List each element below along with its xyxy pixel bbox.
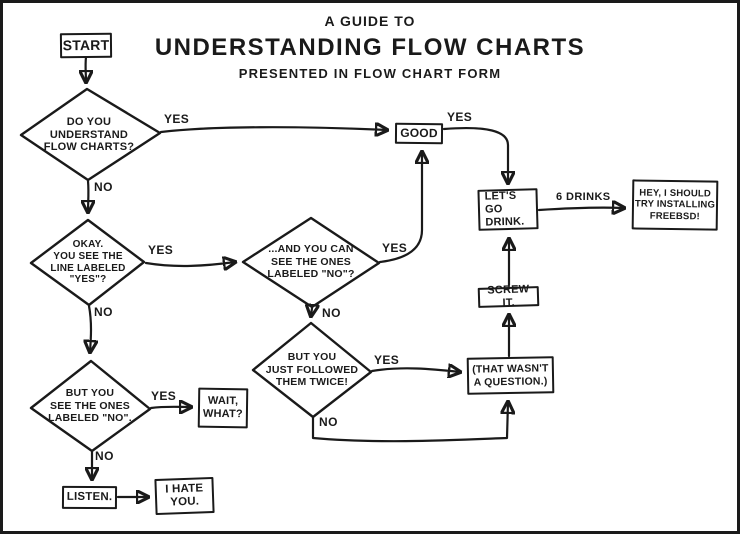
edge-see-yes-line-no-to-see-ones-no [89,304,91,352]
title-line-1: A GUIDE TO [324,13,416,29]
edge-good-yes-to-lets-go-drink [442,126,508,183]
edge-understand-yes-to-good [159,127,387,132]
decision-see-yes-line-shape [29,218,146,307]
node-start: START [59,32,113,59]
decision-understand-shape [19,87,162,182]
node-not-a-question: (THAT WASN'T A QUESTION.) [466,356,555,395]
edge-see-ones-no-yes-to-wait-what [149,407,191,408]
node-i-hate-you: I HATE YOU. [154,476,215,516]
comic-title: A GUIDE TO UNDERSTANDING FLOW CHARTS PRE… [150,13,590,81]
edge-label-see-ones-no-yes: YES [151,389,177,403]
title-line-3: PRESENTED IN FLOW CHART FORM [238,66,502,81]
decision-see-ones-no-shape [29,359,152,453]
edge-see-no-ones-no-to-followed-twice [311,308,312,316]
edge-label-followed-twice-no: NO [319,415,338,429]
edge-label-good-yes: YES [447,110,473,124]
edge-label-see-yes-line-no: NO [94,305,113,319]
edge-see-no-ones-yes-to-good [378,152,422,264]
node-screw-it: SCREW IT. [477,284,540,309]
title-line-2: UNDERSTANDING FLOW CHARTS [154,34,586,61]
node-wait-what: WAIT, WHAT? [197,387,249,429]
edge-see-yes-line-yes-to-see-no-ones [144,262,235,266]
node-good: GOOD [394,122,444,145]
edge-label-see-no-ones-no: NO [322,306,341,320]
edge-followed-twice-no-to-not-a-question [311,402,508,443]
decision-followed-twice-shape [251,321,373,419]
node-listen: LISTEN. [61,485,118,510]
edge-label-see-ones-no-no: NO [95,449,114,463]
edge-label-see-yes-line-yes: YES [148,243,174,257]
edge-label-see-no-ones-yes: YES [382,241,408,255]
edge-label-understand-yes: YES [164,112,190,126]
edge-label-understand-no: NO [94,180,113,194]
node-lets-go-drink: LET'S GO DRINK. [477,188,539,231]
edge-label-six-drinks: 6 DRINKS [556,191,611,203]
edge-label-followed-twice-yes: YES [374,353,400,367]
node-freebsd: HEY, I SHOULD TRY INSTALLING FREEBSD! [631,179,719,231]
decision-see-no-ones-shape [241,216,381,309]
edge-lets-go-drink-to-freebsd [537,208,624,210]
edge-followed-twice-yes-to-not-a-question [370,368,460,372]
